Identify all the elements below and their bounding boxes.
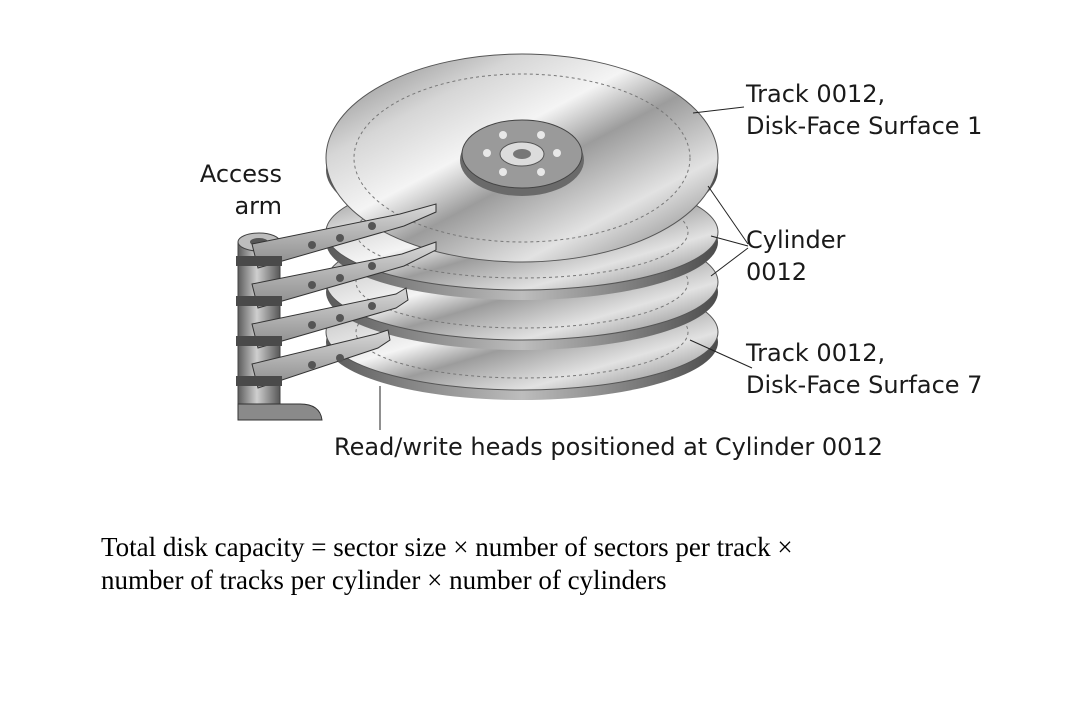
access-arm-label-line1: Access bbox=[199, 160, 282, 188]
access-arm-label-line2: arm bbox=[234, 192, 282, 220]
capacity-formula: Total disk capacity = sector size × numb… bbox=[101, 531, 793, 597]
leader-cylinder-2 bbox=[710, 235, 749, 247]
cylinder-label-line1: Cylinder bbox=[746, 226, 846, 254]
leader-lines bbox=[379, 106, 753, 430]
track-bottom-label: Track 0012, Disk-Face Surface 7 bbox=[746, 337, 982, 401]
track-top-label: Track 0012, Disk-Face Surface 1 bbox=[746, 78, 982, 142]
track-top-label-line2: Disk-Face Surface 1 bbox=[746, 112, 983, 140]
track-bottom-label-line1: Track 0012, bbox=[746, 339, 886, 367]
cylinder-label-line2: 0012 bbox=[746, 258, 808, 286]
arm-1 bbox=[236, 203, 437, 269]
cylinder-label: Cylinder 0012 bbox=[746, 224, 845, 288]
track-top-label-line1: Track 0012, bbox=[746, 80, 886, 108]
arm-4 bbox=[236, 329, 391, 389]
access-arm-label: Access arm bbox=[190, 158, 282, 222]
capacity-formula-line1: Total disk capacity = sector size × numb… bbox=[101, 532, 793, 562]
spindle-hub bbox=[460, 119, 584, 196]
capacity-formula-line2: number of tracks per cylinder × number o… bbox=[101, 565, 667, 595]
heads-caption: Read/write heads positioned at Cylinder … bbox=[334, 433, 883, 461]
arm-3 bbox=[236, 287, 409, 349]
leader-cylinder-1 bbox=[707, 185, 749, 245]
track-bottom-label-line2: Disk-Face Surface 7 bbox=[746, 371, 983, 399]
arm-2 bbox=[236, 241, 437, 309]
arm-base bbox=[237, 403, 323, 421]
leader-track-bottom bbox=[689, 339, 753, 369]
leader-cylinder-3 bbox=[710, 247, 749, 277]
leader-track-top bbox=[692, 106, 745, 114]
access-arm-assembly bbox=[236, 203, 437, 421]
